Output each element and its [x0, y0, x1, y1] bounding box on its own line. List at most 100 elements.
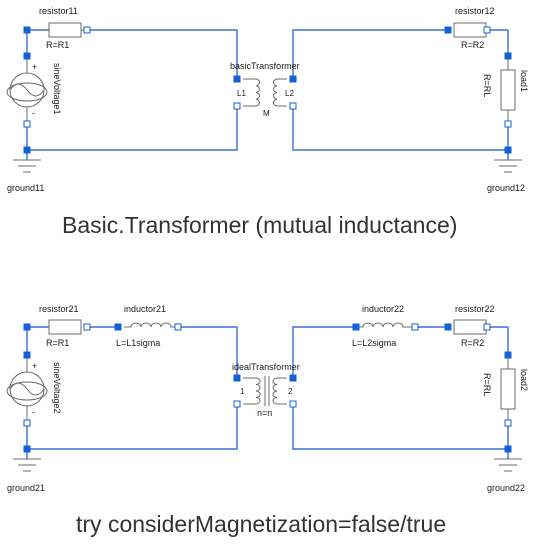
secondary-coil-icon	[272, 377, 278, 405]
resistor-12-name: resistor12	[455, 6, 495, 16]
ground-21-pin[interactable]	[23, 445, 31, 453]
inductor-21-param: L=L1sigma	[116, 338, 160, 348]
inductor-21[interactable]: inductor21 L=L1sigma	[114, 304, 182, 348]
inductor-21-coil-icon	[124, 322, 178, 328]
ground-12[interactable]: ground12	[487, 146, 525, 193]
inductor-22-pin-p[interactable]	[352, 323, 360, 331]
ground-22[interactable]: ground22	[487, 445, 525, 493]
basic-transformer-pin-p1[interactable]	[233, 75, 241, 83]
inductor-21-pin-p[interactable]	[114, 323, 122, 331]
wire-c1-bottom-left	[27, 109, 238, 151]
resistor-11-param: R=R1	[46, 40, 69, 50]
basic-transformer-pin-n1[interactable]	[233, 102, 241, 110]
resistor-21-body	[48, 319, 82, 335]
inductor-22-coil-icon	[356, 322, 415, 328]
basic-transformer-param: M	[263, 109, 270, 118]
caption-2: try considerMagnetization=false/true	[76, 511, 446, 537]
wire-c1-bottom-right	[292, 109, 508, 151]
sine-voltage-2-pin-n[interactable]	[23, 419, 31, 427]
caption-1: Basic.Transformer (mutual inductance)	[62, 212, 457, 238]
inductor-22-pin-n[interactable]	[411, 323, 419, 331]
resistor-21[interactable]: resistor21 R=R1	[23, 304, 91, 348]
basic-transformer-pin-n2[interactable]	[289, 102, 297, 110]
ideal-transformer-name: idealTransformer	[232, 362, 300, 372]
resistor-21-pin-p[interactable]	[23, 323, 31, 331]
basic-transformer-pin-p2[interactable]	[289, 75, 297, 83]
ground-22-pin[interactable]	[504, 445, 512, 453]
load-1-pin-p[interactable]	[504, 52, 512, 60]
sine-voltage-2-plus: +	[32, 361, 37, 371]
ground-21[interactable]: ground21	[7, 445, 45, 493]
ideal-transformer-pin-p1[interactable]	[233, 374, 241, 382]
ground-21-name: ground21	[7, 483, 45, 493]
sine-voltage-1-pin-p[interactable]	[23, 52, 31, 60]
sine-voltage-2-name: sineVoltage2	[52, 362, 62, 414]
resistor-12[interactable]: resistor12 R=R2	[444, 6, 495, 50]
circuit-2: resistor21 R=R1 inductor21 L=L1sigma ind…	[6, 304, 529, 537]
basic-transformer[interactable]: basicTransformer L1 L2 M	[230, 61, 300, 118]
load-1-pin-n[interactable]	[504, 120, 512, 128]
resistor-21-pin-n[interactable]	[83, 323, 91, 331]
load-2-body	[500, 368, 516, 410]
inductor-22-name: inductor22	[362, 304, 404, 314]
ground-22-name: ground22	[487, 483, 525, 493]
load-1-name: load1	[519, 70, 529, 92]
sine-voltage-1-arrow-icon	[6, 82, 48, 102]
resistor-12-pin-n[interactable]	[483, 26, 491, 34]
resistor-22[interactable]: resistor22 R=R2	[444, 304, 495, 348]
ground-11-pin[interactable]	[23, 146, 31, 154]
sine-voltage-1-minus: -	[32, 108, 35, 118]
ideal-transformer-primary-label: 1	[240, 387, 245, 396]
inductor-21-name: inductor21	[124, 304, 166, 314]
ideal-transformer[interactable]: idealTransformer 1 2 n=n	[232, 362, 300, 418]
wire-c2-bottom-left	[27, 407, 238, 450]
sine-voltage-1[interactable]: + - sineVoltage1	[6, 26, 62, 128]
ideal-transformer-param: n=n	[257, 408, 272, 418]
resistor-22-param: R=R2	[461, 338, 484, 348]
load-1-param: R=RL	[482, 74, 492, 97]
inductor-22[interactable]: inductor22 L=L2sigma	[352, 304, 419, 348]
load-1[interactable]: R=RL load1	[482, 52, 529, 128]
resistor-11-pin-n[interactable]	[83, 26, 91, 34]
resistor-11-body	[48, 22, 82, 38]
secondary-coil-icon	[273, 78, 278, 107]
sine-voltage-2-arrow-icon	[6, 381, 48, 401]
sine-voltage-1-pin-n[interactable]	[23, 120, 31, 128]
circuit-1: resistor11 R=R1 resistor12 R=R2 + - sine…	[6, 6, 529, 238]
sine-voltage-2-pin-p[interactable]	[23, 351, 31, 359]
ideal-transformer-pin-n1[interactable]	[233, 400, 241, 408]
resistor-12-pin-p[interactable]	[444, 26, 452, 34]
load-2[interactable]: R=RL load2	[482, 351, 529, 427]
ideal-transformer-pin-n2[interactable]	[289, 400, 297, 408]
load-1-body	[500, 69, 516, 111]
sine-voltage-2[interactable]: + - sineVoltage2	[6, 351, 62, 427]
ideal-transformer-secondary-label: 2	[288, 387, 293, 396]
primary-coil-icon	[255, 78, 260, 107]
ground-12-pin[interactable]	[504, 146, 512, 154]
ground-11[interactable]: ground11	[7, 146, 44, 193]
resistor-21-name: resistor21	[39, 304, 79, 314]
resistor-22-body	[453, 319, 487, 335]
sine-voltage-2-minus: -	[32, 407, 35, 417]
basic-transformer-name: basicTransformer	[230, 61, 300, 71]
load-2-pin-n[interactable]	[504, 419, 512, 427]
resistor-11-name: resistor11	[39, 6, 78, 16]
ground-11-name: ground11	[7, 183, 44, 193]
resistor-11[interactable]: resistor11 R=R1	[23, 6, 91, 50]
ideal-transformer-pin-p2[interactable]	[289, 374, 297, 382]
load-2-pin-p[interactable]	[504, 351, 512, 359]
wire-c2-bottom-right	[292, 407, 508, 450]
wire-c2-top-left	[27, 326, 238, 375]
inductor-21-pin-n[interactable]	[174, 323, 182, 331]
primary-coil-icon	[255, 377, 261, 405]
resistor-12-body	[453, 22, 487, 38]
resistor-22-name: resistor22	[455, 304, 495, 314]
resistor-22-pin-p[interactable]	[444, 323, 452, 331]
inductor-22-param: L=L2sigma	[352, 338, 396, 348]
basic-transformer-secondary-label: L2	[285, 89, 294, 98]
sine-voltage-1-name: sineVoltage1	[52, 63, 62, 115]
resistor-22-pin-n[interactable]	[483, 323, 491, 331]
load-2-param: R=RL	[482, 373, 492, 396]
resistor-12-param: R=R2	[461, 40, 484, 50]
